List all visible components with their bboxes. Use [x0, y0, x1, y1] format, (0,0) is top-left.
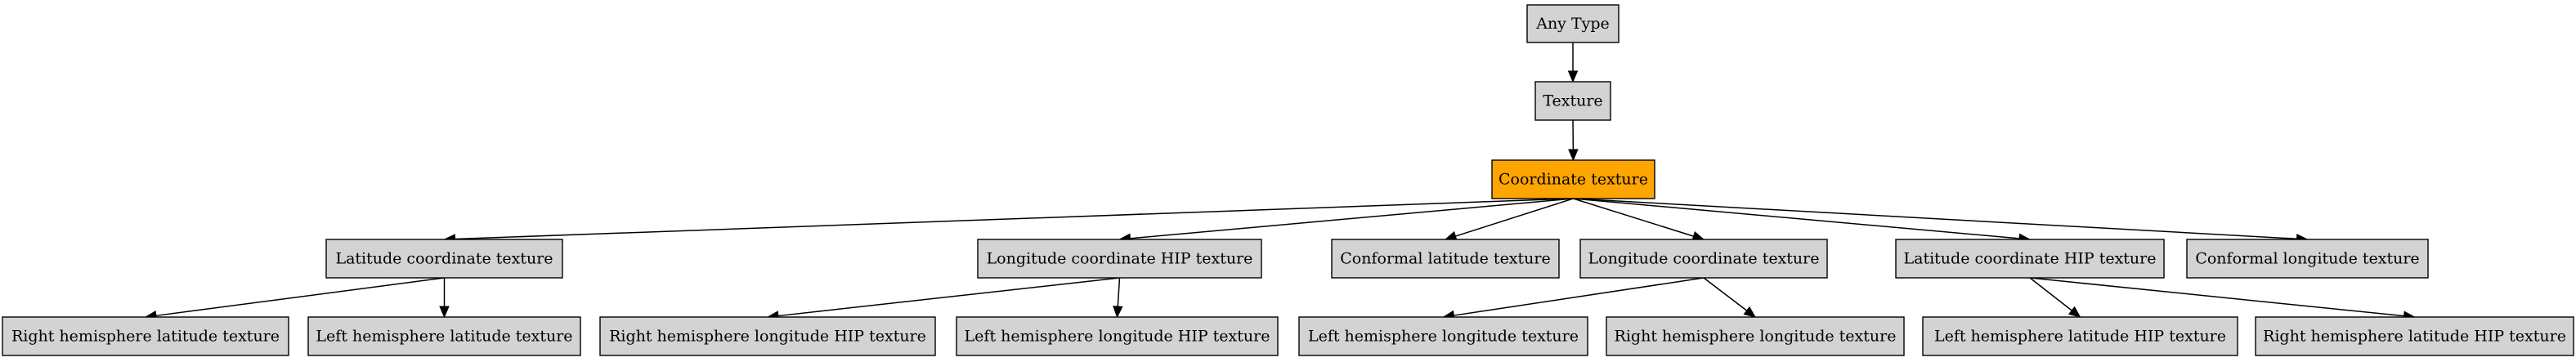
node-box: [1526, 4, 1620, 43]
edge-lathip-to-lhlathip: [2029, 277, 2081, 318]
node-label: Right hemisphere latitude HIP texture: [2263, 328, 2566, 346]
edge-lat-to-lhlat: [439, 278, 450, 319]
node-box: [977, 239, 1262, 279]
node-label: Right hemisphere latitude texture: [11, 328, 280, 346]
edge-coord-to-lat: [443, 198, 1574, 244]
node-label: Left hemisphere latitude HIP texture: [1934, 328, 2226, 346]
node-box: [2255, 316, 2574, 356]
edge-coord-to-conflon: [1573, 198, 2309, 244]
node-box: [307, 316, 581, 356]
node-latitude-coordinate-texture[interactable]: Latitude coordinate texture: [325, 239, 563, 279]
node-box: [599, 316, 936, 356]
node-longitude-coordinate-hip-texture[interactable]: Longitude coordinate HIP texture: [977, 239, 1262, 279]
node-label: Right hemisphere longitude HIP texture: [609, 328, 926, 346]
node-box: [1579, 239, 1828, 279]
edges-layer: [144, 42, 2416, 321]
edge-line: [1454, 277, 1705, 316]
node-box: [325, 239, 563, 279]
node-box: [1491, 159, 1655, 199]
node-any-type[interactable]: Any Type: [1526, 4, 1620, 43]
edge-line: [1117, 277, 1121, 307]
node-box: [1606, 316, 1905, 356]
edge-lathip-to-rhlathip: [2029, 277, 2416, 321]
edge-line: [1573, 198, 2020, 239]
edge-lonhip-to-lhlonhip: [1113, 277, 1123, 319]
node-box: [1922, 316, 2238, 356]
edge-line: [1455, 198, 1574, 237]
node-right-hemisphere-latitude-texture[interactable]: Right hemisphere latitude texture: [2, 316, 289, 356]
edge-arrowhead: [2068, 306, 2081, 318]
edge-line: [777, 277, 1120, 317]
edge-any-to-texture: [1567, 42, 1579, 83]
node-label: Conformal latitude texture: [1340, 250, 1550, 268]
node-right-hemisphere-longitude-hip-texture[interactable]: Right hemisphere longitude HIP texture: [599, 316, 936, 356]
edge-texture-to-coord: [1568, 119, 1579, 162]
node-label: Left hemisphere latitude texture: [316, 328, 572, 346]
node-coordinate-texture[interactable]: Coordinate texture: [1491, 159, 1655, 199]
node-label: Texture: [1543, 92, 1602, 110]
edge-line: [2029, 277, 2404, 317]
node-label: Conformal longitude texture: [2195, 250, 2419, 268]
edge-line: [155, 277, 445, 317]
edge-line: [1703, 277, 1748, 311]
edge-lon-to-rhlon: [1703, 277, 1757, 318]
edge-line: [455, 198, 1574, 240]
node-box: [1331, 239, 1560, 279]
node-box: [956, 316, 1279, 356]
node-left-hemisphere-latitude-hip-texture[interactable]: Left hemisphere latitude HIP texture: [1922, 316, 2238, 356]
node-box: [1895, 239, 2165, 279]
node-latitude-coordinate-hip-texture[interactable]: Latitude coordinate HIP texture: [1895, 239, 2165, 279]
node-label: Longitude coordinate texture: [1588, 250, 1820, 268]
node-right-hemisphere-latitude-hip-texture[interactable]: Right hemisphere latitude HIP texture: [2255, 316, 2574, 356]
edge-lat-to-rhlat: [144, 277, 445, 321]
edge-arrowhead: [1113, 306, 1123, 319]
edge-lon-to-lhlon: [1442, 277, 1705, 321]
node-conformal-latitude-texture[interactable]: Conformal latitude texture: [1331, 239, 1560, 279]
node-label: Longitude coordinate HIP texture: [987, 250, 1253, 268]
node-right-hemisphere-longitude-texture[interactable]: Right hemisphere longitude texture: [1606, 316, 1905, 356]
node-label: Coordinate texture: [1499, 171, 1648, 189]
edge-line: [1130, 198, 1574, 239]
node-box: [2186, 239, 2429, 279]
edge-arrowhead: [1568, 149, 1579, 162]
edge-line: [1573, 198, 1694, 237]
edge-lonhip-to-rhlonhip: [766, 277, 1120, 321]
node-left-hemisphere-latitude-texture[interactable]: Left hemisphere latitude texture: [307, 316, 581, 356]
edge-arrowhead: [1567, 70, 1579, 83]
node-box: [2, 316, 289, 356]
edge-coord-to-conflat: [1444, 198, 1574, 241]
node-left-hemisphere-longitude-texture[interactable]: Left hemisphere longitude texture: [1298, 316, 1588, 356]
node-left-hemisphere-longitude-hip-texture[interactable]: Left hemisphere longitude HIP texture: [956, 316, 1279, 356]
node-label: Latitude coordinate texture: [335, 250, 553, 268]
node-texture[interactable]: Texture: [1534, 81, 1611, 121]
node-longitude-coordinate-texture[interactable]: Longitude coordinate texture: [1579, 239, 1828, 279]
node-box: [1298, 316, 1588, 356]
node-label: Any Type: [1535, 15, 1610, 33]
edge-line: [1573, 198, 2297, 240]
node-box: [1534, 81, 1611, 121]
edge-arrowhead: [439, 306, 450, 319]
node-label: Right hemisphere longitude texture: [1615, 328, 1897, 346]
edge-arrowhead: [1743, 306, 1757, 318]
node-conformal-longitude-texture[interactable]: Conformal longitude texture: [2186, 239, 2429, 279]
node-label: Latitude coordinate HIP texture: [1904, 250, 2157, 268]
node-label: Left hemisphere longitude HIP texture: [965, 328, 1270, 346]
node-label: Left hemisphere longitude texture: [1308, 328, 1579, 346]
edge-line: [2029, 277, 2072, 311]
